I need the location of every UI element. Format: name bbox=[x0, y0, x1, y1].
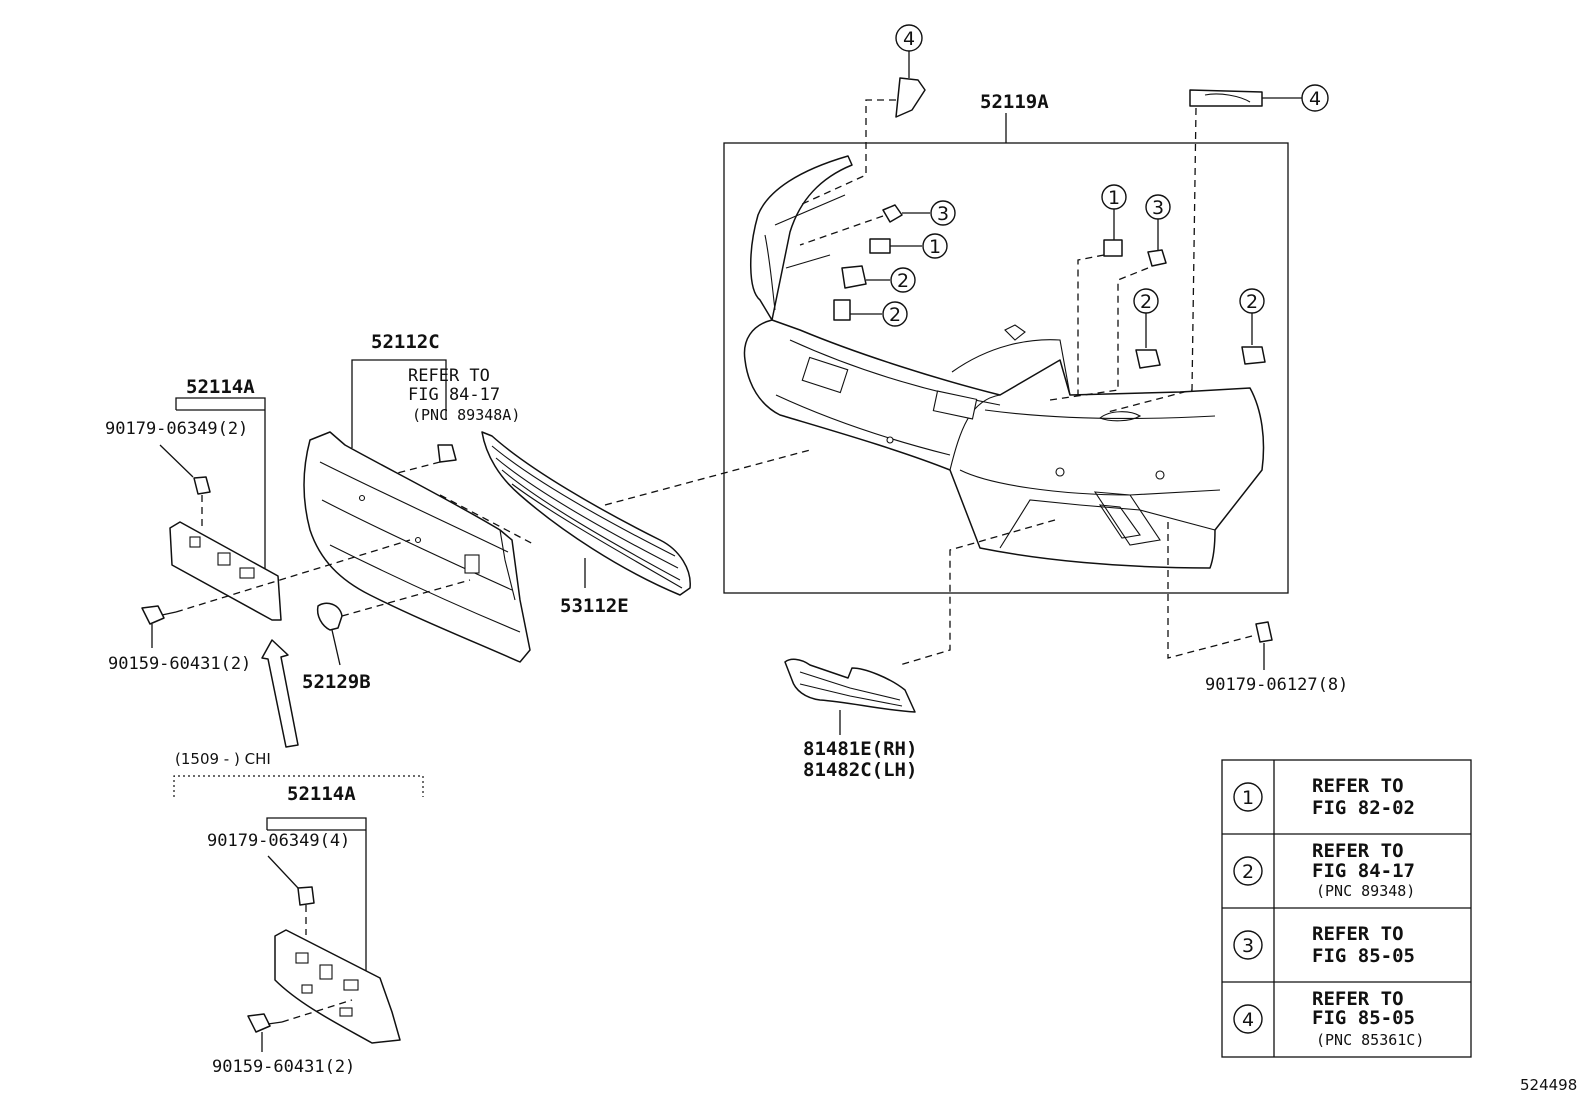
clip-2-center[interactable] bbox=[1135, 349, 1161, 369]
label-52129B[interactable]: 52129B bbox=[302, 671, 371, 693]
clip-2-left-b[interactable] bbox=[833, 299, 851, 321]
grille-refer-line2: FIG 84-17 bbox=[408, 385, 500, 405]
legend-3-line2: FIG 85-05 bbox=[1312, 945, 1415, 967]
lower-grille-part[interactable] bbox=[481, 431, 691, 596]
clip-3-right[interactable] bbox=[1147, 249, 1167, 267]
legend-symbol-3 bbox=[1233, 930, 1263, 960]
legend-1-line1: REFER TO bbox=[1312, 775, 1404, 797]
legend-row: 1 REFER TO FIG 82-02 bbox=[1233, 775, 1415, 819]
license-bracket-bottom-part[interactable] bbox=[274, 929, 401, 1044]
legend-2-line1: REFER TO bbox=[1312, 840, 1404, 862]
bracket-4-left: 4 bbox=[799, 24, 926, 206]
legend-symbol-4 bbox=[1233, 1004, 1263, 1034]
label-81481E[interactable]: 81481E(RH) bbox=[803, 738, 917, 760]
label-90179-06349-top[interactable]: 90179-06349(2) bbox=[105, 419, 248, 439]
bracket-4-right: 4 bbox=[1107, 84, 1329, 413]
callout-3-right: 3 bbox=[1152, 197, 1164, 219]
label-52119A[interactable]: 52119A bbox=[980, 91, 1049, 113]
grille-refer-line1: REFER TO bbox=[408, 366, 490, 386]
label-52112C[interactable]: 52112C bbox=[371, 331, 440, 353]
legend-2-line3: (PNC 89348) bbox=[1316, 882, 1415, 900]
legend-symbol-3-text: 3 bbox=[1242, 935, 1254, 957]
legend-symbol-2-text: 2 bbox=[1242, 861, 1254, 883]
legend-4-line2: FIG 85-05 bbox=[1312, 1007, 1415, 1029]
callout-circle-3-left[interactable] bbox=[930, 200, 956, 226]
nut-part[interactable] bbox=[1255, 621, 1273, 643]
label-90179-06127[interactable]: 90179-06127(8) bbox=[1205, 675, 1348, 695]
screw-90159-60431-bottom[interactable] bbox=[247, 1013, 271, 1033]
callout-3-left: 3 bbox=[937, 203, 949, 225]
clip-3-left[interactable] bbox=[882, 204, 903, 223]
callout-2-right: 2 bbox=[1246, 291, 1258, 313]
legend-3-line1: REFER TO bbox=[1312, 923, 1404, 945]
clip-90179-06349-top[interactable] bbox=[193, 476, 211, 495]
callout-circle-1-left[interactable] bbox=[922, 233, 948, 259]
cap-part[interactable] bbox=[316, 602, 343, 631]
legend-row: 4 REFER TO FIG 85-05 (PNC 85361C) bbox=[1233, 988, 1424, 1049]
grille-retainer-group: 52112C REFER TO FIG 84-17 (PNC 89348A) bbox=[303, 331, 536, 663]
label-90159-60431-bottom[interactable]: 90159-60431(2) bbox=[212, 1057, 355, 1077]
legend-4-line3: (PNC 85361C) bbox=[1316, 1031, 1424, 1049]
legend-symbol-1 bbox=[1233, 782, 1263, 812]
legend-1-line2: FIG 82-02 bbox=[1312, 797, 1415, 819]
clip-1-left[interactable] bbox=[869, 238, 891, 254]
legend-2-line2: FIG 84-17 bbox=[1312, 860, 1415, 882]
bumper-cover-part[interactable] bbox=[743, 155, 1265, 569]
bracket-4-part-left[interactable] bbox=[895, 77, 926, 118]
bracket-4-part-right[interactable] bbox=[1189, 89, 1263, 107]
callout-4-top: 4 bbox=[903, 28, 915, 50]
clip-2-left-a[interactable] bbox=[841, 265, 867, 289]
callout-2-left-a: 2 bbox=[897, 270, 909, 292]
nut-group: 90179-06127(8) bbox=[1167, 522, 1348, 695]
fog-cover-group: 81481E(RH) 81482C(LH) bbox=[784, 519, 1056, 781]
clip-90179-06349-bottom[interactable] bbox=[297, 886, 315, 906]
figure-number: 524498 bbox=[1520, 1076, 1577, 1094]
screw-90159-60431-top[interactable] bbox=[141, 605, 165, 625]
lower-grille-group: 53112E bbox=[481, 431, 811, 617]
variant-group: (1509 - ) CHI 52114A 90179-06349(4) 9015… bbox=[173, 750, 424, 1077]
label-81482C[interactable]: 81482C(LH) bbox=[803, 759, 917, 781]
variant-note: (1509 - ) CHI bbox=[175, 750, 271, 768]
bumper-cover-group: 52119A 3 bbox=[723, 91, 1289, 594]
legend-symbol-1-text: 1 bbox=[1242, 787, 1254, 809]
fog-cover-part[interactable] bbox=[784, 658, 916, 713]
callout-1-left: 1 bbox=[929, 236, 941, 258]
callout-circle-4-right[interactable] bbox=[1301, 84, 1329, 112]
label-90159-60431-top[interactable]: 90159-60431(2) bbox=[108, 654, 251, 674]
grille-retainer-part[interactable] bbox=[303, 431, 531, 663]
label-90179-06349-bottom[interactable]: 90179-06349(4) bbox=[207, 831, 350, 851]
clip-2-right[interactable] bbox=[1241, 346, 1266, 365]
grille-clip-part[interactable] bbox=[437, 444, 457, 463]
callout-circle-2-left-b[interactable] bbox=[882, 301, 908, 327]
legend-symbol-2 bbox=[1233, 856, 1263, 886]
label-52114A-bottom[interactable]: 52114A bbox=[287, 783, 356, 805]
grille-refer-line3: (PNC 89348A) bbox=[412, 406, 520, 424]
legend-symbol-4-text: 4 bbox=[1242, 1009, 1254, 1031]
callout-4-right: 4 bbox=[1309, 88, 1321, 110]
callout-1-right: 1 bbox=[1108, 187, 1120, 209]
legend-row: 2 REFER TO FIG 84-17 (PNC 89348) bbox=[1233, 840, 1415, 900]
reference-legend: 1 REFER TO FIG 82-02 2 REFER TO FIG 84-1… bbox=[1221, 759, 1472, 1058]
callout-2-center: 2 bbox=[1140, 291, 1152, 313]
variant-arrow bbox=[261, 639, 299, 748]
label-53112E[interactable]: 53112E bbox=[560, 595, 629, 617]
legend-row: 3 REFER TO FIG 85-05 bbox=[1233, 923, 1415, 967]
label-52114A-top[interactable]: 52114A bbox=[186, 376, 255, 398]
clip-1-right[interactable] bbox=[1103, 239, 1123, 257]
legend-4-line1: REFER TO bbox=[1312, 988, 1404, 1010]
license-bracket-top-group: 52114A 90179-06349(2) 90159-60431(2) bbox=[105, 376, 411, 674]
callout-2-left-b: 2 bbox=[889, 304, 901, 326]
callout-circle-2-left-a[interactable] bbox=[890, 267, 916, 293]
cap-group: 52129B bbox=[302, 579, 471, 693]
